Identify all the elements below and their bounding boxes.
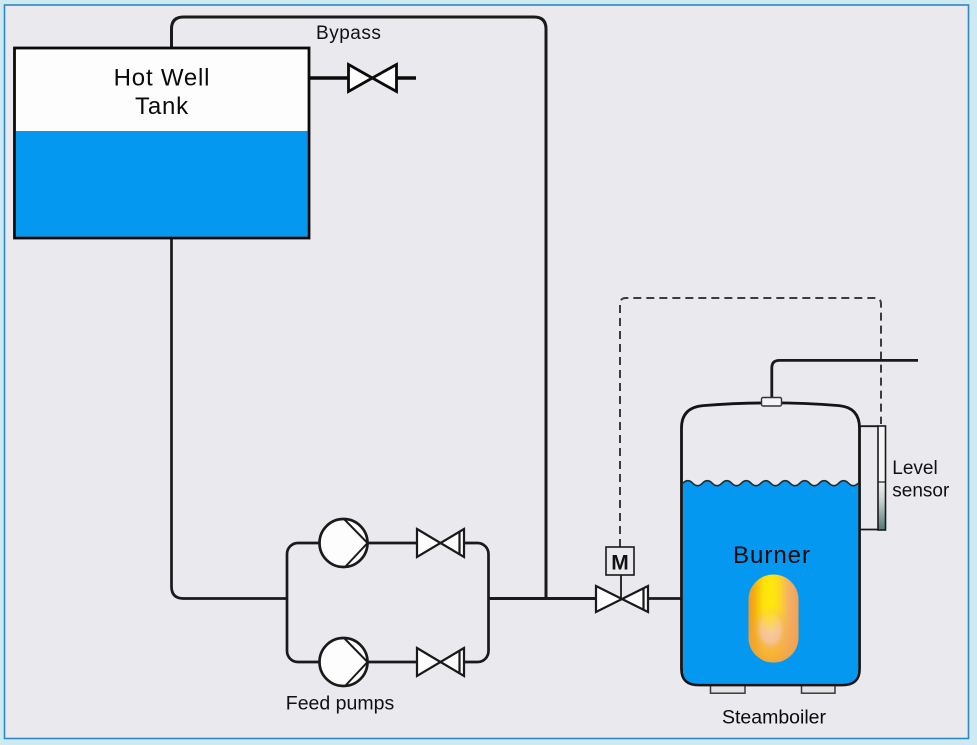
svg-text:Hot Well: Hot Well	[114, 65, 211, 92]
svg-text:Level: Level	[892, 458, 937, 479]
svg-text:Feed pumps: Feed pumps	[286, 693, 395, 715]
svg-text:Bypass: Bypass	[316, 23, 381, 44]
svg-text:Steamboiler: Steamboiler	[722, 707, 827, 729]
svg-text:M: M	[611, 552, 629, 575]
svg-text:Burner: Burner	[733, 542, 811, 569]
svg-text:Tank: Tank	[135, 93, 189, 120]
svg-text:sensor: sensor	[892, 481, 950, 502]
